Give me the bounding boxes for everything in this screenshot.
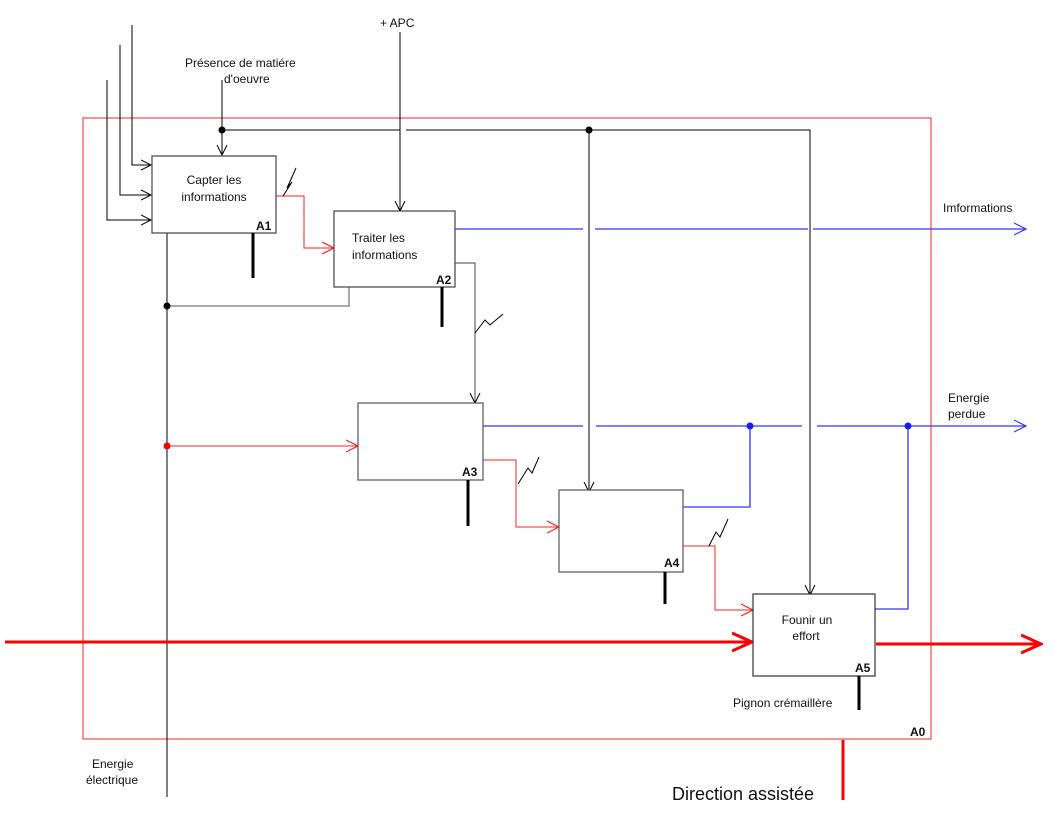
a5-loss-link <box>875 426 909 610</box>
box-a5-tag: A5 <box>855 661 871 675</box>
box-a5: Founir un effort A5 <box>752 593 876 710</box>
box-a4-tag: A4 <box>664 556 680 570</box>
box-a1-label-2: informations <box>181 190 246 204</box>
box-a2-tag: A2 <box>436 273 452 287</box>
a1-to-a2-flow <box>276 195 334 248</box>
lightning-icon <box>517 456 540 485</box>
box-a3: A3 <box>357 402 484 526</box>
box-a2-label-1: Traiter les <box>352 231 405 245</box>
energie-elec-label-1: Energie <box>92 757 134 771</box>
a2-mechanism-link <box>167 287 350 307</box>
box-a4: A4 <box>558 489 684 604</box>
junction-dot <box>904 422 912 430</box>
junction-dot <box>585 126 593 134</box>
a0-frame <box>82 117 932 740</box>
energie-perdue-label-2: perdue <box>948 407 986 421</box>
presence-label-2: d'oeuvre <box>224 72 270 86</box>
energie-perdue-label-1: Energie <box>948 391 990 405</box>
box-a1-label-1: Capter les <box>187 173 242 187</box>
lightning-icon <box>282 167 297 197</box>
informations-label: Imformations <box>943 201 1012 215</box>
a1-inputs <box>106 25 151 220</box>
presence-control <box>222 80 810 595</box>
box-a5-label-2: effort <box>792 629 820 643</box>
presence-label-1: Présence de matiére <box>185 56 296 70</box>
a3-to-a4-flow <box>483 459 559 527</box>
junction-dot <box>163 442 171 450</box>
junction-dot <box>163 302 171 310</box>
a0-tag: A0 <box>910 725 926 739</box>
box-a5-label-1: Founir un <box>782 613 833 627</box>
junction-dot <box>218 126 226 134</box>
energie-elec-label-2: électrique <box>86 773 138 787</box>
junction-dot <box>746 422 754 430</box>
pignon-label: Pignon crémaillère <box>733 696 833 710</box>
lightning-icon <box>474 313 504 334</box>
box-a2: Traiter les informations A2 <box>333 210 456 327</box>
box-a3-tag: A3 <box>462 465 478 479</box>
box-a1: Capter les informations A1 <box>151 155 277 278</box>
apc-label: + APC <box>380 16 415 30</box>
direction-assistee-label: Direction assistée <box>672 784 814 804</box>
a2-to-a3-flow <box>455 262 475 403</box>
box-a2-label-2: informations <box>352 248 417 262</box>
lightning-icon <box>708 518 729 547</box>
box-a1-tag: A1 <box>256 219 272 233</box>
a4-to-a5-flow <box>683 545 753 610</box>
a4-loss-link <box>683 426 751 508</box>
